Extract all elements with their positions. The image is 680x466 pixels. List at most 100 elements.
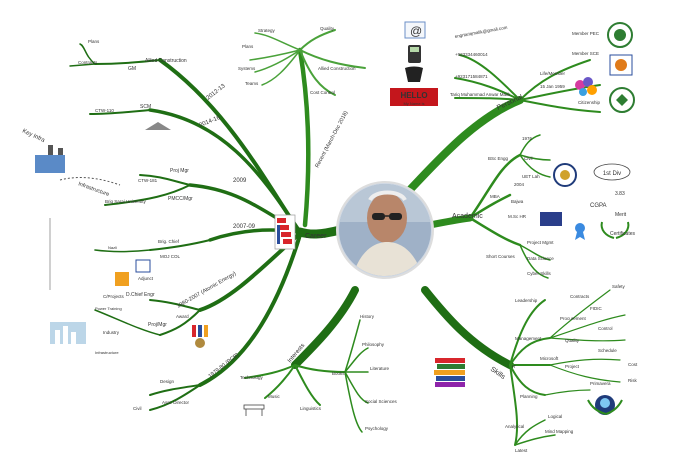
svg-text:Citizenship: Citizenship: [578, 100, 601, 105]
svg-text:Contracts: Contracts: [570, 294, 590, 299]
branch-title-academic: Academic: [452, 213, 483, 220]
skills-icons: [434, 358, 623, 415]
bank-logo-sketch: [145, 122, 171, 130]
building-photo-sketch: [50, 322, 86, 344]
svg-text:Primavera: Primavera: [590, 381, 611, 386]
svg-text:SCM: SCM: [140, 104, 151, 110]
nadra-logo-icon: [609, 87, 635, 113]
brain-head-icon: [595, 395, 615, 415]
svg-text:Literature: Literature: [370, 366, 390, 371]
svg-text:MBA: MBA: [490, 194, 500, 199]
svg-text:engrtariqmalik@gmail.com: engrtariqmalik@gmail.com: [454, 25, 508, 39]
skills-subbranches: [509, 289, 626, 446]
logo-small-sketch: [115, 259, 151, 286]
medals-icon: [192, 325, 208, 348]
skills-labels: Skills Leadership Management IT Planning…: [489, 284, 638, 453]
svg-text:Asst. Director: Asst. Director: [162, 400, 190, 405]
svg-text:+923171584871: +923171584871: [455, 74, 488, 79]
svg-text:Allied Construction: Allied Construction: [145, 58, 187, 64]
svg-text:Award: Award: [176, 314, 189, 319]
svg-text:History: History: [360, 314, 375, 319]
sce-logo-icon: [609, 54, 633, 76]
svg-text:Brig. Chief: Brig. Chief: [158, 239, 180, 244]
svg-text:Certificates: Certificates: [610, 231, 636, 237]
uet-logo-icon: [553, 163, 577, 187]
svg-text:Member SCE: Member SCE: [572, 51, 599, 56]
svg-text:@: @: [410, 24, 422, 38]
svg-text:CTW-181: CTW-181: [138, 178, 158, 183]
svg-text:Music: Music: [268, 394, 281, 399]
svg-text:Civil: Civil: [524, 156, 533, 161]
infra-sketch: [59, 177, 121, 186]
university-logo-icon: [540, 212, 562, 226]
svg-text:CGPA: CGPA: [590, 203, 607, 209]
svg-text:Cost Control: Cost Control: [310, 90, 335, 95]
svg-text:Proj/Mgr: Proj/Mgr: [148, 322, 167, 328]
svg-text:Merit: Merit: [615, 212, 627, 218]
svg-text:Bajwa: Bajwa: [511, 199, 524, 204]
svg-text:HELLO: HELLO: [400, 91, 427, 100]
svg-text:UET Lah: UET Lah: [522, 174, 540, 179]
svg-text:1st Div: 1st Div: [603, 171, 621, 177]
factory-sketch: [35, 145, 65, 173]
personal-main-branch: [396, 96, 524, 204]
career-main-branch: [295, 225, 345, 239]
hello-badge: HELLO My Name is: [390, 88, 438, 106]
academic-icons: 1st Div: [540, 163, 631, 240]
svg-text:Safety: Safety: [612, 284, 626, 289]
books-stack-icon: [434, 358, 465, 387]
svg-text:Infrastructure: Infrastructure: [77, 181, 110, 198]
career-branch-2014: [148, 108, 300, 232]
svg-text:Social Sciences: Social Sciences: [365, 399, 398, 404]
svg-text:Contracts: Contracts: [78, 60, 98, 65]
svg-text:M.Sc HR: M.Sc HR: [508, 214, 527, 219]
svg-text:Teams: Teams: [245, 81, 259, 86]
svg-text:1976: 1976: [522, 136, 533, 141]
svg-text:Allied Construction: Allied Construction: [318, 66, 356, 71]
svg-text:D.Chief Engr: D.Chief Engr: [126, 292, 155, 298]
svg-text:Strategy: Strategy: [258, 28, 276, 33]
svg-text:2009: 2009: [233, 178, 247, 184]
interests-labels: Interests Technology Books Music Linguis…: [240, 314, 398, 431]
center-portrait: [336, 181, 434, 279]
svg-text:Project: Project: [565, 364, 580, 369]
svg-text:Life/Member: Life/Member: [540, 71, 566, 76]
svg-text:My Name is: My Name is: [403, 101, 424, 106]
branch-title-career: Career: [305, 233, 327, 240]
svg-text:Short Courses: Short Courses: [486, 254, 516, 259]
svg-text:Systems: Systems: [238, 66, 256, 71]
bench-sketch: [243, 404, 265, 416]
interests-subbranches: [244, 319, 369, 433]
svg-text:Infrastructure: Infrastructure: [95, 350, 119, 355]
svg-text:Nazli: Nazli: [108, 245, 117, 250]
svg-text:1979-80 (PCB): 1979-80 (PCB): [208, 352, 241, 379]
career-icon: [274, 214, 296, 250]
svg-text:Brig Sarai University: Brig Sarai University: [105, 199, 147, 204]
svg-text:Planning: Planning: [520, 394, 538, 399]
svg-text:BSc Engg: BSc Engg: [488, 156, 509, 161]
telephone-icon: [405, 66, 423, 82]
svg-text:Psychology: Psychology: [365, 426, 389, 431]
svg-text:Quality: Quality: [320, 26, 335, 31]
svg-text:Tariq Muhammad Anwar Malik: Tariq Muhammad Anwar Malik: [450, 92, 511, 97]
svg-text:Design: Design: [160, 379, 175, 384]
svg-text:Analytical: Analytical: [505, 424, 524, 429]
svg-text:Cost: Cost: [628, 362, 638, 367]
svg-text:2014-16: 2014-16: [199, 115, 222, 129]
svg-text:15 Jan 1959: 15 Jan 1959: [540, 84, 565, 89]
svg-text:Data Science: Data Science: [527, 256, 554, 261]
svg-text:Quality: Quality: [565, 338, 580, 343]
svg-text:Cyber Skills: Cyber Skills: [527, 271, 552, 276]
svg-text:Procurement: Procurement: [560, 316, 587, 321]
svg-text:3.83: 3.83: [615, 191, 625, 197]
svg-text:IT: IT: [512, 364, 516, 369]
svg-text:Microsoft: Microsoft: [540, 356, 559, 361]
svg-text:Plans: Plans: [242, 44, 254, 49]
svg-text:Key Infra: Key Infra: [21, 128, 46, 144]
svg-text:2004: 2004: [514, 182, 525, 187]
svg-text:2012-13: 2012-13: [206, 83, 228, 102]
hearts-icon: [575, 77, 597, 96]
svg-text:Books: Books: [332, 371, 345, 376]
